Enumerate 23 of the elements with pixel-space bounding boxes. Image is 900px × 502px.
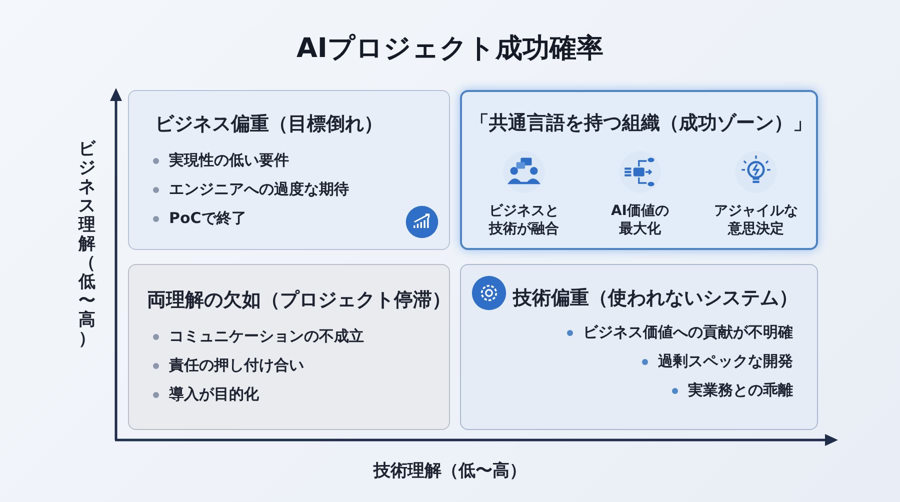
quadrant-box bbox=[460, 264, 818, 430]
bullet-item: 実業務との乖離 bbox=[672, 381, 793, 400]
quadrant-box bbox=[128, 90, 450, 250]
icon-caption: AI価値の最大化 bbox=[610, 202, 670, 238]
axis-label: ビジネス理解（低〜高） bbox=[78, 140, 96, 349]
bullet-item: エンジニアへの過度な期待 bbox=[153, 180, 349, 199]
success-quadrant-box bbox=[460, 90, 818, 250]
quadrant-heading: ビジネス偏重（目標倒れ） bbox=[155, 112, 383, 137]
bullet-item: PoCで終了 bbox=[153, 209, 246, 228]
quadrant-heading: 技術偏重（使われないシステム） bbox=[513, 286, 798, 311]
bullet-item: 実現性の低い要件 bbox=[153, 151, 289, 170]
bullet-item: 責任の押し付け合い bbox=[153, 356, 304, 375]
icon-caption: アジャイルな意思決定 bbox=[713, 202, 799, 238]
bullet-item: 導入が目的化 bbox=[153, 385, 259, 404]
bullet-item: ビジネス価値への貢献が不明確 bbox=[567, 323, 793, 342]
quadrant-heading: 両理解の欠如（プロジェクト停滞） bbox=[147, 288, 451, 313]
bullet-item: コミュニケーションの不成立 bbox=[153, 327, 364, 346]
icon-caption: ビジネスと技術が融合 bbox=[488, 202, 560, 238]
title: AIプロジェクト成功確率 bbox=[296, 32, 604, 66]
quadrant-heading: 「共通言語を持つ組織（成功ゾーン）」 bbox=[469, 111, 813, 136]
axis-label: 技術理解（低〜高） bbox=[372, 460, 528, 482]
quadrant-box bbox=[128, 264, 450, 430]
bullet-item: 過剰スペックな開発 bbox=[642, 352, 793, 371]
